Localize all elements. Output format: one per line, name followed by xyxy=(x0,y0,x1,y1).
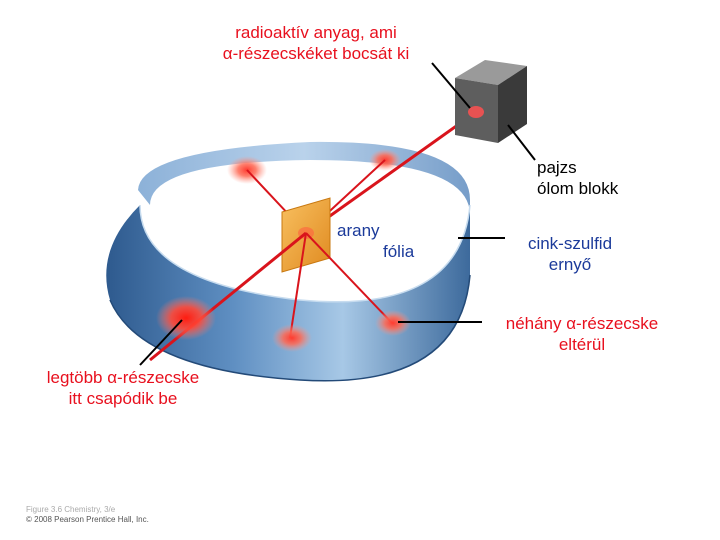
deflected-beam-front-right xyxy=(305,232,393,324)
hit-spot-front-right xyxy=(375,310,411,336)
straight-beam xyxy=(149,231,307,362)
label-most-particles: legtöbb α-részecske itt csapódik be xyxy=(46,368,200,408)
leader-source xyxy=(431,62,471,109)
label-lead-shield: pajzs ólom blokk xyxy=(537,158,619,198)
deflected-beam-front-left xyxy=(289,232,307,339)
incident-beam xyxy=(305,110,477,235)
copyright-notice: Figure 3.6 Chemistry, 3/e © 2008 Pearson… xyxy=(26,505,149,524)
label-some-deflected: néhány α-részecske eltérül xyxy=(505,314,659,354)
lead-block xyxy=(455,60,527,143)
hit-spot-main xyxy=(156,296,216,340)
label-radioactive-source: radioaktív anyag, ami α-részecskéket boc… xyxy=(222,23,410,63)
leader-most xyxy=(139,319,183,366)
label-gold-foil: arany fólia xyxy=(337,221,415,261)
label-zinc-sulfide-screen: cink-szulfid ernyő xyxy=(527,234,613,274)
leader-shield xyxy=(507,124,536,161)
hit-spot-front-middle xyxy=(272,324,312,352)
